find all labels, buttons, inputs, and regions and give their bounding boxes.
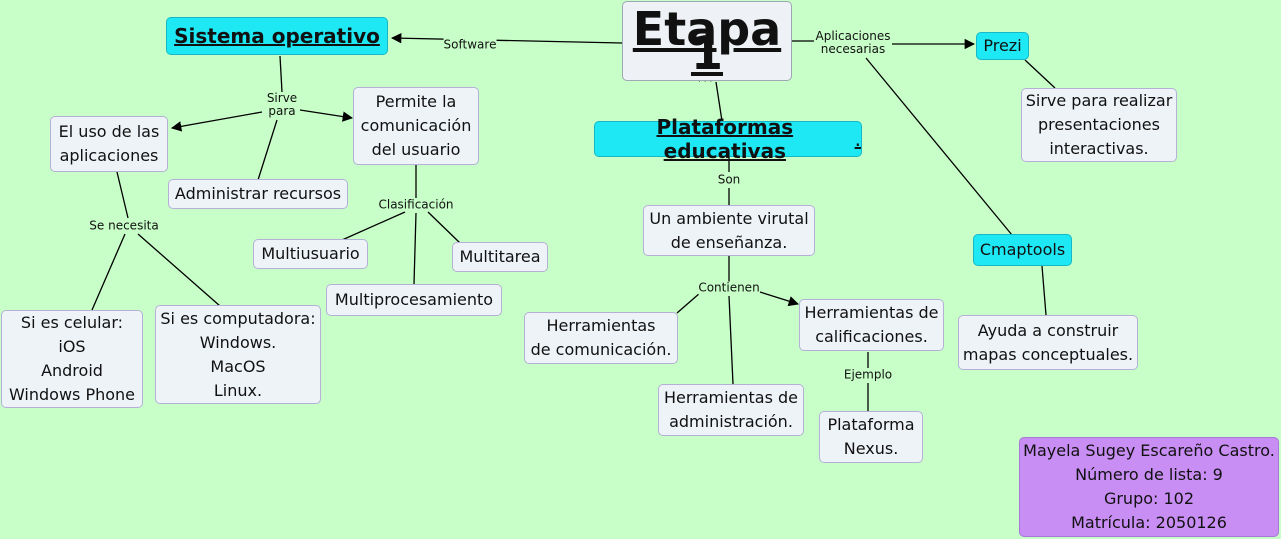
ambiente-virtual-node[interactable]: Un ambiente virutal de enseñanza. <box>643 205 815 256</box>
multitarea-text: Multitarea <box>459 247 541 266</box>
multitarea-node[interactable]: Multitarea <box>452 242 548 272</box>
multiusuario-text: Multiusuario <box>261 244 360 263</box>
herramientas-comunicacion-text: Herramientas de comunicación. <box>530 316 672 359</box>
plataformas-educativas-node[interactable]: Plataformas educativas. <box>594 115 862 163</box>
cmaptools-description-node[interactable]: Ayuda a construir mapas conceptuales. <box>958 315 1138 370</box>
cmaptools-node[interactable]: Cmaptools <box>973 234 1072 266</box>
celular-text: Si es celular: iOS Android Windows Phone <box>8 313 136 404</box>
aplicaciones-necesarias-link-label: Aplicaciones necesarias <box>815 29 891 56</box>
multiusuario-node[interactable]: Multiusuario <box>253 239 368 269</box>
sirve-para-link-label: Sirve para <box>266 91 298 118</box>
comunicacion-usuario-text: Permite la comunicación del usuario <box>360 92 472 159</box>
multiprocesamiento-text: Multiprocesamiento <box>334 290 494 309</box>
software-link-label: Software <box>443 37 497 52</box>
se-necesita-link-label: Se necesita <box>89 218 159 233</box>
ejemplo-link-label: Ejemplo <box>843 367 893 382</box>
author-info-text: Mayela Sugey Escareño Castro. Número de … <box>1023 441 1275 532</box>
plataformas-period: . <box>854 127 861 151</box>
contienen-link-label: Contienen <box>698 280 760 295</box>
cmaptools-description-text: Ayuda a construir mapas conceptuales. <box>962 320 1134 364</box>
herramientas-calificaciones-node[interactable]: Herramientas de calificaciones. <box>799 299 944 351</box>
uso-aplicaciones-node[interactable]: El uso de las aplicaciones <box>50 116 168 172</box>
plataformas-educativas-text: Plataformas educativas <box>656 115 794 163</box>
comunicacion-usuario-node[interactable]: Permite la comunicación del usuario <box>353 87 479 165</box>
prezi-description-text: Sirve para realizar presentaciones inter… <box>1025 91 1173 158</box>
herramientas-administracion-node[interactable]: Herramientas de administración. <box>658 384 804 436</box>
administrar-recursos-node[interactable]: Administrar recursos <box>168 179 348 209</box>
main-topic-text: Etapa 1 <box>632 2 782 80</box>
computadora-text: Si es computadora: Windows. MacOS Linux. <box>160 308 316 400</box>
administrar-recursos-text: Administrar recursos <box>174 184 342 203</box>
ellipsis-marker: · · · <box>698 77 712 87</box>
prezi-node[interactable]: Prezi <box>976 32 1029 60</box>
cmaptools-text: Cmaptools <box>979 240 1066 259</box>
clasificacion-link-label: Clasificación <box>378 197 454 212</box>
herramientas-comunicacion-node[interactable]: Herramientas de comunicación. <box>524 312 678 364</box>
ambiente-virtual-text: Un ambiente virutal de enseñanza. <box>649 208 809 252</box>
prezi-description-node[interactable]: Sirve para realizar presentaciones inter… <box>1021 88 1177 162</box>
computadora-node[interactable]: Si es computadora: Windows. MacOS Linux. <box>155 305 321 404</box>
multiprocesamiento-node[interactable]: Multiprocesamiento <box>326 284 502 316</box>
herramientas-administracion-text: Herramientas de administración. <box>663 388 799 431</box>
author-info-box: Mayela Sugey Escareño Castro. Número de … <box>1019 437 1279 537</box>
plataforma-nexus-text: Plataforma Nexus. <box>827 415 915 458</box>
celular-node[interactable]: Si es celular: iOS Android Windows Phone <box>1 310 143 408</box>
sistema-operativo-node[interactable]: Sistema operativo <box>166 17 388 55</box>
uso-aplicaciones-text: El uso de las aplicaciones <box>58 122 160 165</box>
sistema-operativo-text: Sistema operativo <box>174 24 380 48</box>
plataforma-nexus-node[interactable]: Plataforma Nexus. <box>819 411 923 463</box>
prezi-text: Prezi <box>983 36 1022 55</box>
herramientas-calificaciones-text: Herramientas de calificaciones. <box>804 303 939 346</box>
son-link-label: Son <box>717 172 741 187</box>
main-topic-node[interactable]: Etapa 1 <box>622 1 792 81</box>
